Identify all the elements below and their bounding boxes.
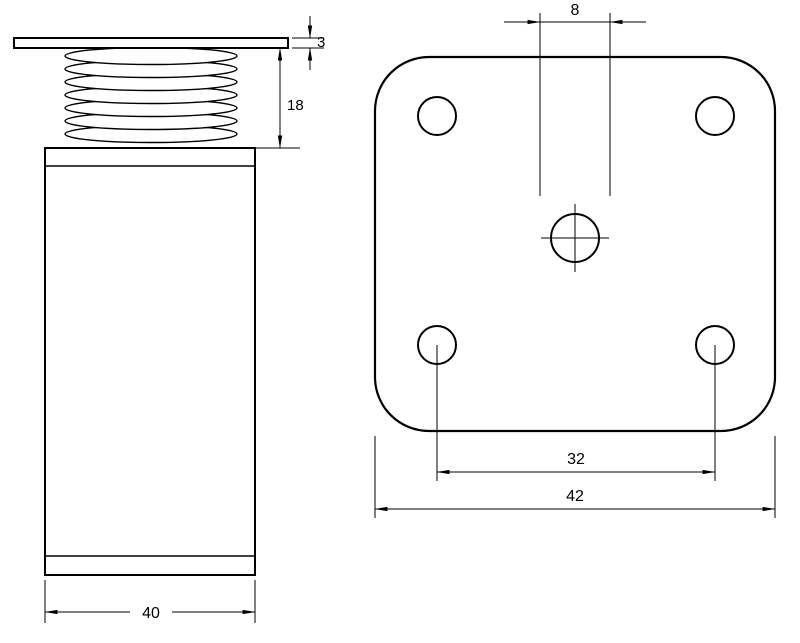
dim-label-thread-length: 18 <box>287 97 304 114</box>
screw-hole-top-right <box>695 96 735 136</box>
dim-label-plate-thickness: 3 <box>317 34 325 51</box>
mounting-plate-edge <box>13 37 289 49</box>
dim-label-hole-spacing: 32 <box>567 451 585 468</box>
dim-thread-length: 18 <box>240 47 304 149</box>
leg-body <box>44 147 256 576</box>
dim-plate-width: 42 <box>374 436 776 518</box>
plan-view: 8 32 42 <box>373 2 777 518</box>
dim-leg-width: 40 <box>44 580 256 623</box>
thread-coil <box>64 46 238 144</box>
screw-hole-top-left <box>417 96 457 136</box>
dim-label-plate-width: 42 <box>566 488 584 505</box>
thread-turn <box>64 46 238 66</box>
dim-label-center-hole: 8 <box>571 2 580 19</box>
center-hole <box>541 204 609 272</box>
side-view: 3 18 40 <box>13 16 325 623</box>
dim-center-hole: 8 <box>504 2 646 196</box>
dim-plate-thickness: 3 <box>292 16 325 70</box>
dim-hole-spacing: 32 <box>436 345 716 481</box>
dim-label-leg-width: 40 <box>142 605 160 622</box>
